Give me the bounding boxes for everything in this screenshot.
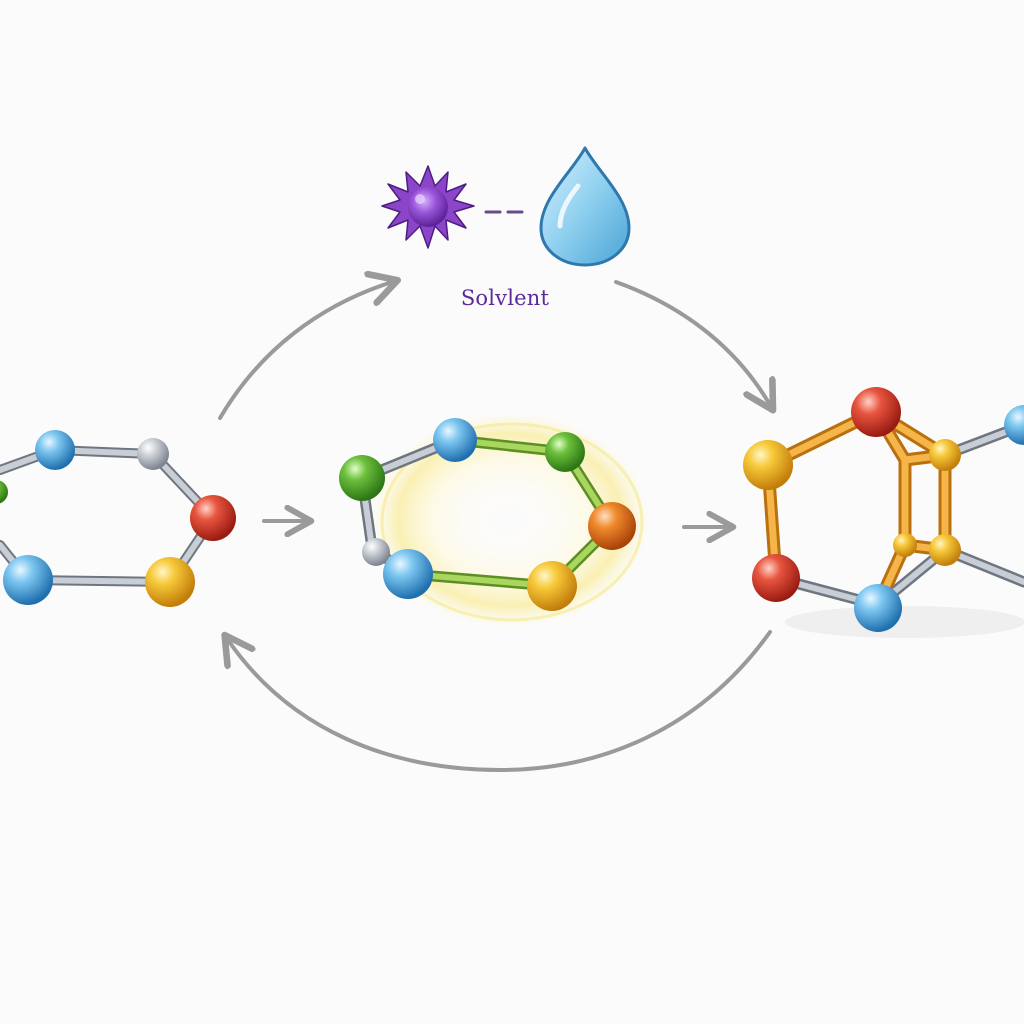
atom-orange (588, 502, 636, 550)
atom-green (0, 480, 8, 504)
atom-yellow (893, 533, 917, 557)
atom-blue (433, 418, 477, 462)
atom-red (851, 387, 901, 437)
arrow-top-left (218, 282, 392, 420)
atom-yellow (145, 557, 195, 607)
arrow-bottom-return (228, 630, 772, 773)
solvent-label: Solvlent (461, 286, 550, 310)
atom-green (545, 432, 585, 472)
atom-gray (137, 438, 169, 470)
atom-blue (35, 430, 75, 470)
product-bicyclic-molecule (743, 387, 1024, 638)
arrow-top-right (614, 280, 770, 405)
atom-gray (362, 538, 390, 566)
water-drop-icon (539, 146, 631, 267)
starting-ring-molecule (0, 430, 236, 607)
atom-yellow (929, 534, 961, 566)
atom-blue (854, 584, 902, 632)
atom-blue (383, 549, 433, 599)
atom-yellow (929, 439, 961, 471)
atom-red (752, 554, 800, 602)
atom-green (339, 455, 385, 501)
solvated-ring-molecule (339, 412, 650, 628)
reagent-particle-icon (381, 165, 475, 249)
atom-red (190, 495, 236, 541)
atom-blue (1004, 405, 1024, 445)
cycle-arrows (218, 280, 772, 773)
atom-blue (3, 555, 53, 605)
atom-yellow (743, 440, 793, 490)
atom-yellow (527, 561, 577, 611)
